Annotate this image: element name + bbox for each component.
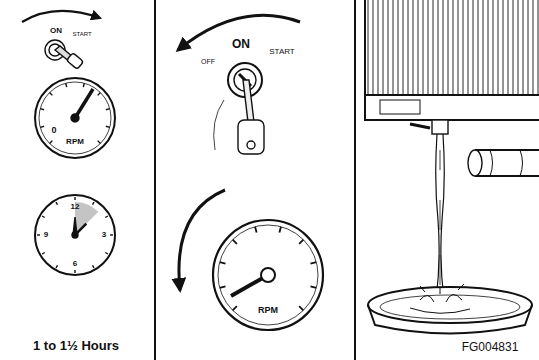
switch-position: START — [71, 31, 92, 38]
gauge-unit: RPM — [257, 306, 279, 316]
switch-position: ON — [231, 38, 251, 51]
radiator-fin — [423, 0, 424, 95]
radiator-fin — [398, 0, 399, 95]
gauge-tick — [106, 109, 110, 110]
radiator-fin — [418, 0, 419, 95]
gauge-tick — [98, 93, 101, 96]
clock-number: 9 — [43, 231, 49, 240]
radiator-fin — [473, 0, 474, 95]
gauge-value: 0 — [50, 126, 57, 136]
radiator-fin — [393, 0, 394, 95]
radiator-fin — [438, 0, 439, 95]
radiator-fin — [503, 0, 504, 95]
radiator-fin — [373, 0, 374, 95]
gauge-tick — [299, 240, 303, 244]
gauge-unit: RPM — [65, 138, 85, 147]
radiator-fin — [413, 0, 414, 95]
figure-code: FG004831 — [461, 341, 520, 354]
radiator-fin — [538, 0, 539, 95]
radiator-fin — [403, 0, 404, 95]
gauge-tick — [220, 262, 226, 264]
duration-caption: 1 to 1½ Hours — [32, 339, 120, 353]
switch-position: START — [268, 48, 295, 57]
gauge-tick — [50, 93, 53, 96]
gauge-tick — [93, 265, 95, 268]
switch-position: OFF — [200, 58, 216, 66]
gauge-tick — [42, 253, 45, 255]
radiator-fin — [523, 0, 524, 95]
gauge-tick — [110, 234, 113, 235]
gauge-tick — [37, 234, 40, 235]
radiator-fin — [493, 0, 494, 95]
gauge-tick — [220, 286, 226, 288]
gauge-tick — [40, 109, 44, 110]
radiator-fin — [533, 0, 534, 95]
clock-number: 12 — [70, 203, 81, 212]
gauge-tick — [83, 83, 84, 87]
gauge-tick — [40, 126, 44, 127]
radiator-fin — [453, 0, 454, 95]
radiator-fin — [463, 0, 464, 95]
gauge-tick — [279, 227, 281, 233]
radiator-fin — [528, 0, 529, 95]
radiator-fin — [513, 0, 514, 95]
radiator-fin — [428, 0, 429, 95]
radiator-fin — [368, 0, 369, 95]
gauge-tick — [42, 216, 45, 218]
radiator-fin — [443, 0, 444, 95]
radiator-fin — [448, 0, 449, 95]
gauge-tick — [93, 202, 95, 205]
gauge-tick — [56, 265, 58, 268]
gauge-tick — [50, 141, 53, 144]
radiator-fin — [378, 0, 379, 95]
radiator-fin — [498, 0, 499, 95]
gauge-tick — [105, 216, 108, 218]
gauge-tick — [233, 240, 237, 244]
gauge-tick — [311, 262, 317, 264]
clock-number: 3 — [101, 231, 107, 240]
gauge-tick — [311, 286, 317, 288]
gauge-tick — [105, 253, 108, 255]
radiator-fin — [458, 0, 459, 95]
radiator-fin — [468, 0, 469, 95]
radiator-fin — [408, 0, 409, 95]
radiator-fin — [483, 0, 484, 95]
gauge-tick — [74, 197, 75, 200]
radiator-fin — [518, 0, 519, 95]
gauge-tick — [299, 306, 303, 310]
radiator-fin — [508, 0, 509, 95]
gauge-tick — [255, 227, 257, 233]
clock-number: 6 — [72, 260, 78, 269]
gauge-tick — [98, 141, 101, 144]
gauge-tick — [233, 306, 237, 310]
gauge-tick — [66, 83, 67, 87]
gauge-tick — [56, 202, 58, 205]
radiator-fin — [433, 0, 434, 95]
gauge-tick — [74, 270, 75, 273]
radiator-fin — [478, 0, 479, 95]
radiator-fin — [488, 0, 489, 95]
gauge-tick — [106, 126, 110, 127]
radiator-fin — [383, 0, 384, 95]
radiator-fin — [388, 0, 389, 95]
switch-position: ON — [49, 27, 63, 36]
